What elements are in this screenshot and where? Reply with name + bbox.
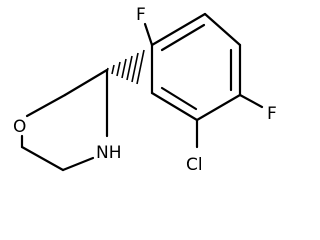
- hash-line: [126, 55, 133, 81]
- morpholine-bond-c3-c2: [63, 68, 109, 97]
- hash-line: [111, 64, 115, 75]
- ring-bond-c2-c3: [203, 12, 242, 47]
- ring-inner-bond-1: [160, 23, 206, 52]
- morpholine-bond-c6-c5: [20, 145, 65, 172]
- hash-line: [121, 58, 127, 79]
- ring-inner-bond-3: [160, 86, 198, 111]
- ring-bond-c4-c5: [195, 93, 242, 122]
- morpholine-ring: [20, 68, 109, 172]
- stereo-hashed-bond: [106, 49, 145, 85]
- oxygen-atom: O: [13, 117, 26, 137]
- fluorine-atom-right: F: [267, 104, 277, 124]
- substituent-bonds: [143, 22, 264, 149]
- morpholine-bond-c5-n: [61, 156, 95, 172]
- nitrogen-atom: NH: [96, 143, 122, 163]
- chlorine-atom: Cl: [186, 155, 203, 175]
- ring-bond-c5-c6: [150, 91, 199, 122]
- fluorine-atom-top: F: [136, 5, 146, 25]
- aromatic-ring: [150, 12, 242, 122]
- ring-bond-c1-c2: [150, 12, 207, 47]
- hash-line: [116, 61, 121, 77]
- hash-line: [136, 49, 145, 85]
- bond-to-right-fluorine: [238, 93, 264, 109]
- hash-line: [131, 52, 139, 83]
- bond-to-top-fluorine: [143, 22, 154, 47]
- molecule-structure: F F O NH Cl: [13, 5, 277, 175]
- morpholine-bond-c2-o: [25, 93, 67, 118]
